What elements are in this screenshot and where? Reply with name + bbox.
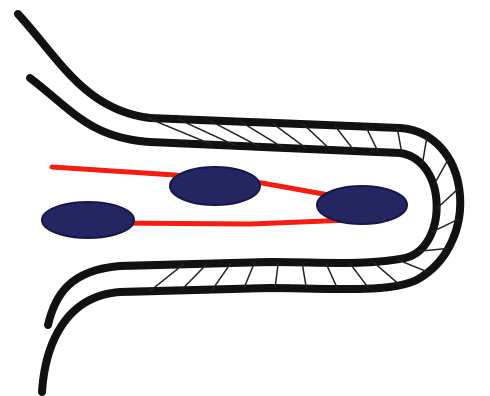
rung-15 [397,259,428,272]
rung-11 [434,158,449,185]
filament-lower [100,220,350,224]
rung-10 [422,136,427,164]
ellipse-left [42,202,134,238]
rung-17 [350,263,370,289]
ellipse-right [317,186,407,224]
rung-16 [373,262,400,285]
ellipse-middle [170,167,260,205]
